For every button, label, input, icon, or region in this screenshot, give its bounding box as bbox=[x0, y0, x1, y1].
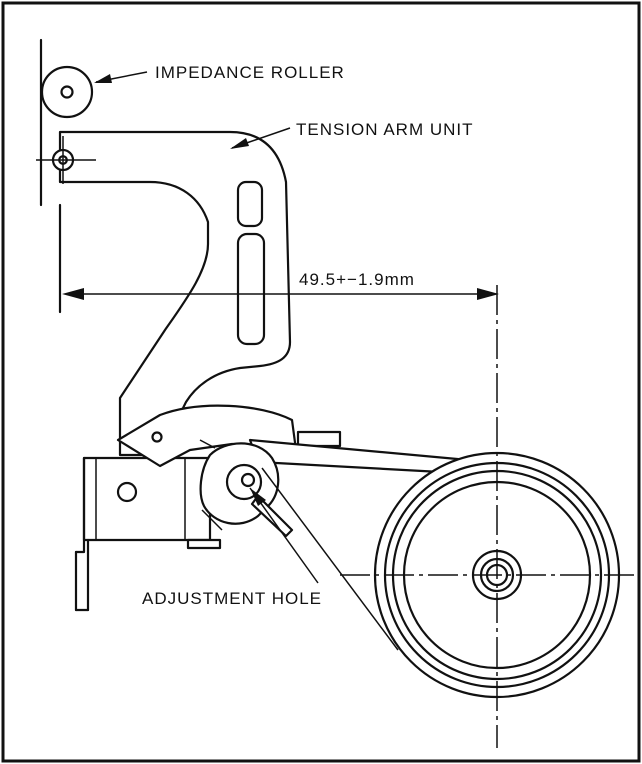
take-up-reel bbox=[340, 285, 636, 748]
label-impedance-roller: IMPEDANCE ROLLER bbox=[155, 63, 345, 82]
base-chassis bbox=[74, 456, 222, 612]
dimension-line bbox=[58, 203, 499, 314]
label-tension-arm-unit: TENSION ARM UNIT bbox=[296, 120, 474, 139]
label-adjustment-hole: ADJUSTMENT HOLE bbox=[142, 589, 322, 608]
tape-path-diagonal bbox=[261, 467, 399, 651]
impedance-roller bbox=[40, 65, 94, 119]
tension-arm bbox=[36, 130, 292, 457]
label-dimension: 49.5+−1.9mm bbox=[299, 270, 415, 289]
adjustment-hole-leader bbox=[249, 487, 319, 584]
